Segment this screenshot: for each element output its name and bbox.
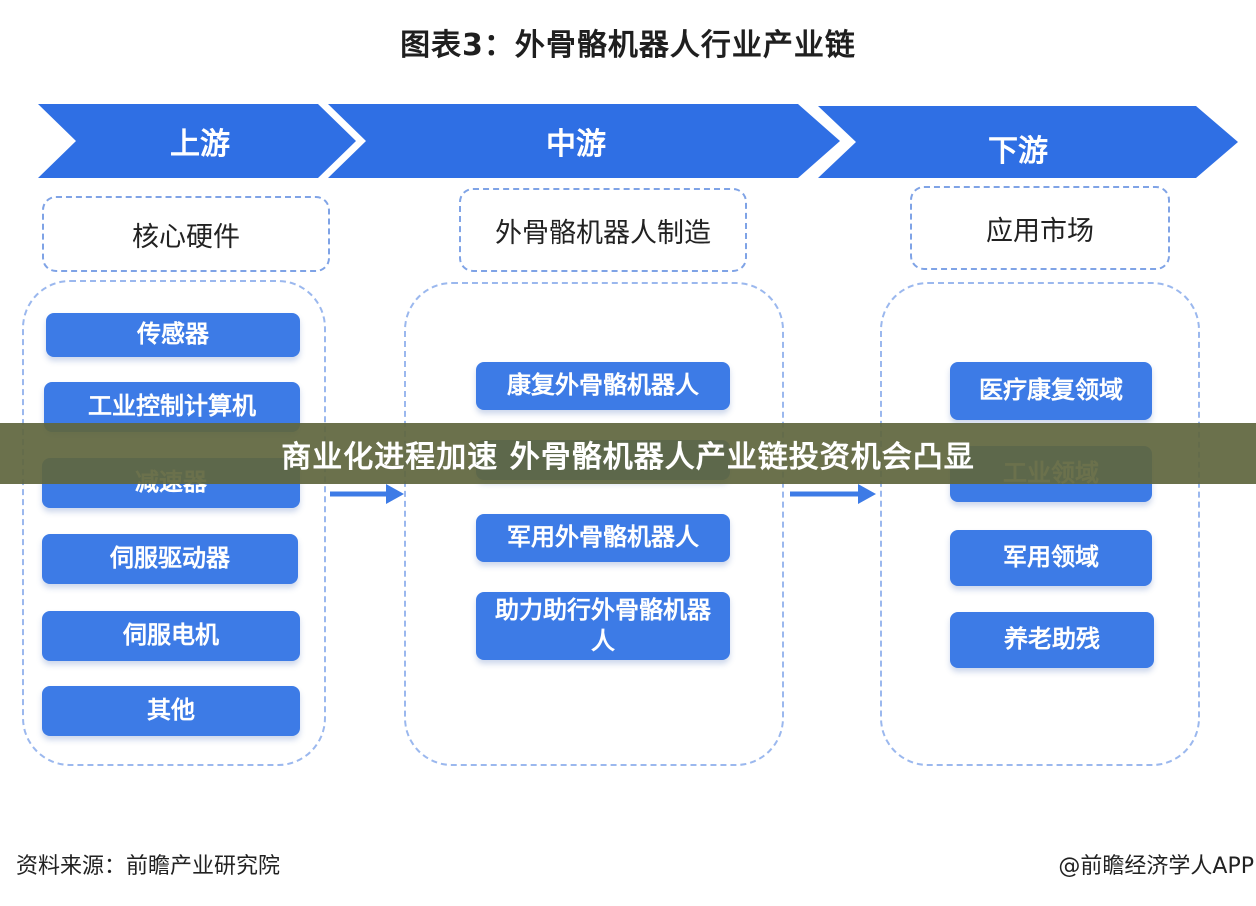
upstream-header: 核心硬件: [42, 196, 330, 272]
chevron-downstream: [818, 106, 1238, 178]
diagram-title: 图表3：外骨骼机器人行业产业链: [400, 28, 856, 63]
midstream-item: 康复外骨骼机器人: [476, 362, 730, 410]
downstream-header: 应用市场: [910, 186, 1170, 270]
upstream-item: 其他: [42, 686, 300, 736]
downstream-item: 医疗康复领域: [950, 362, 1152, 420]
upstream-item: 传感器: [46, 313, 300, 357]
midstream-item: 助力助行外骨骼机器人: [476, 592, 730, 660]
upstream-item: 伺服电机: [42, 611, 300, 661]
midstream-item: 军用外骨骼机器人: [476, 514, 730, 562]
caption-banner: 商业化进程加速 外骨骼机器人产业链投资机会凸显: [0, 423, 1256, 484]
stage-label-upstream: 上游: [170, 127, 230, 162]
chevron-midstream: [328, 104, 840, 178]
source-note: 资料来源：前瞻产业研究院: [16, 854, 281, 879]
caption-banner-text: 商业化进程加速 外骨骼机器人产业链投资机会凸显: [281, 439, 975, 475]
downstream-item: 养老助残: [950, 612, 1154, 668]
upstream-group: [22, 280, 326, 766]
upstream-item: 伺服驱动器: [42, 534, 298, 584]
chevron-upstream: [38, 104, 356, 178]
downstream-group: [880, 282, 1200, 766]
credit-note: @前瞻经济学人APP: [1058, 854, 1254, 879]
midstream-header: 外骨骼机器人制造: [459, 188, 747, 272]
arrow-right-icon: [330, 484, 404, 504]
stage-chevrons: [38, 104, 1238, 178]
arrow-right-icon: [790, 484, 876, 504]
midstream-group: [404, 282, 784, 766]
stage-label-downstream: 下游: [988, 134, 1048, 169]
stage-label-midstream: 中游: [546, 127, 606, 162]
downstream-item: 军用领域: [950, 530, 1152, 586]
